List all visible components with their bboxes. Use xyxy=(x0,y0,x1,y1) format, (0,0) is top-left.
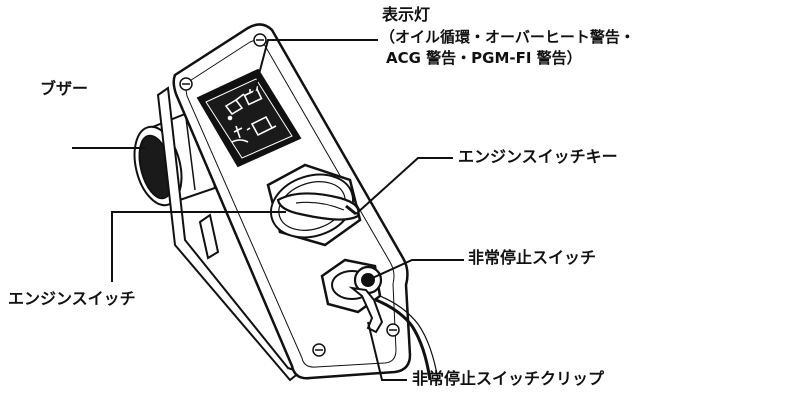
temperature-icon xyxy=(231,125,249,143)
label-indicator-detail-1: （オイル循環・オーバーヒート警告・ xyxy=(380,28,635,46)
engine-icon xyxy=(246,115,277,137)
label-buzzer: ブザー xyxy=(40,79,89,98)
engine-switch xyxy=(266,163,362,247)
indicator-lamp-display xyxy=(196,68,302,168)
lanyard-cord xyxy=(375,298,432,381)
leader-indicator xyxy=(253,39,378,94)
leader-emergency-stop-switch xyxy=(367,259,464,281)
label-engine-switch-key: エンジンスイッチキー xyxy=(458,147,618,166)
emergency-stop-clip xyxy=(348,286,384,334)
emergency-stop-switch xyxy=(320,258,439,381)
label-engine-switch: エンジンスイッチ xyxy=(8,289,136,308)
label-indicator-detail-2: ACG 警告・PGM-FI 警告） xyxy=(386,49,582,67)
leader-engine-switch xyxy=(111,211,286,282)
battery-icon xyxy=(243,86,263,106)
label-emergency-stop-switch: 非常停止スイッチ xyxy=(468,248,597,267)
leader-engine-switch-key xyxy=(355,157,453,215)
engine-switch-key xyxy=(276,192,360,221)
panel-screws xyxy=(179,33,400,357)
label-emergency-stop-clip: 非常停止スイッチクリップ xyxy=(412,369,605,388)
label-indicator-lamp: 表示灯 xyxy=(382,5,431,24)
oil-can-icon xyxy=(224,93,245,121)
bracket-tab xyxy=(198,213,220,260)
leader-emergency-stop-clip xyxy=(367,321,407,381)
